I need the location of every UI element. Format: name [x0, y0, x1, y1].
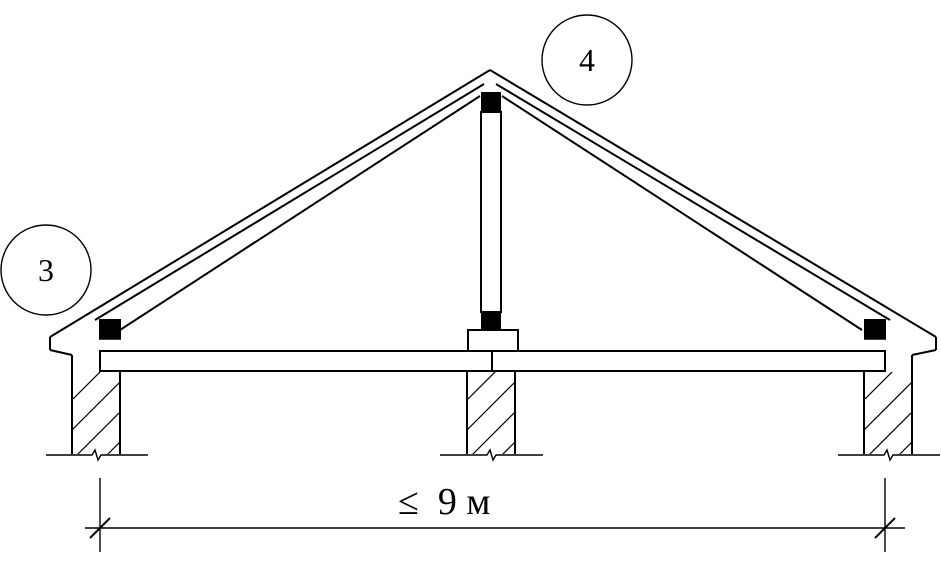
span-dimension: ≤ 9 м	[85, 478, 905, 552]
right-rafter	[489, 69, 937, 338]
middle-wall	[440, 372, 543, 462]
callout-3-label: 3	[38, 252, 54, 288]
king-post	[467, 92, 519, 352]
middle-wall-hatch	[467, 372, 515, 454]
callout-3: 3	[0, 224, 92, 316]
span-dimension-label: ≤ 9 м	[398, 481, 490, 523]
post-base-plate	[467, 329, 519, 352]
left-rafter	[49, 69, 491, 338]
callout-4-label: 4	[579, 42, 595, 78]
right-wall	[838, 337, 940, 462]
post-bottom-block	[481, 312, 501, 330]
ceiling-beam	[99, 350, 886, 372]
left-wall	[46, 337, 148, 462]
right-wall-hatch	[864, 372, 912, 454]
left-wall-hatch	[72, 372, 120, 454]
callout-4: 4	[541, 14, 633, 106]
right-wall-plate	[864, 319, 886, 339]
left-wall-plate	[99, 319, 121, 339]
post-top-block	[481, 92, 501, 112]
